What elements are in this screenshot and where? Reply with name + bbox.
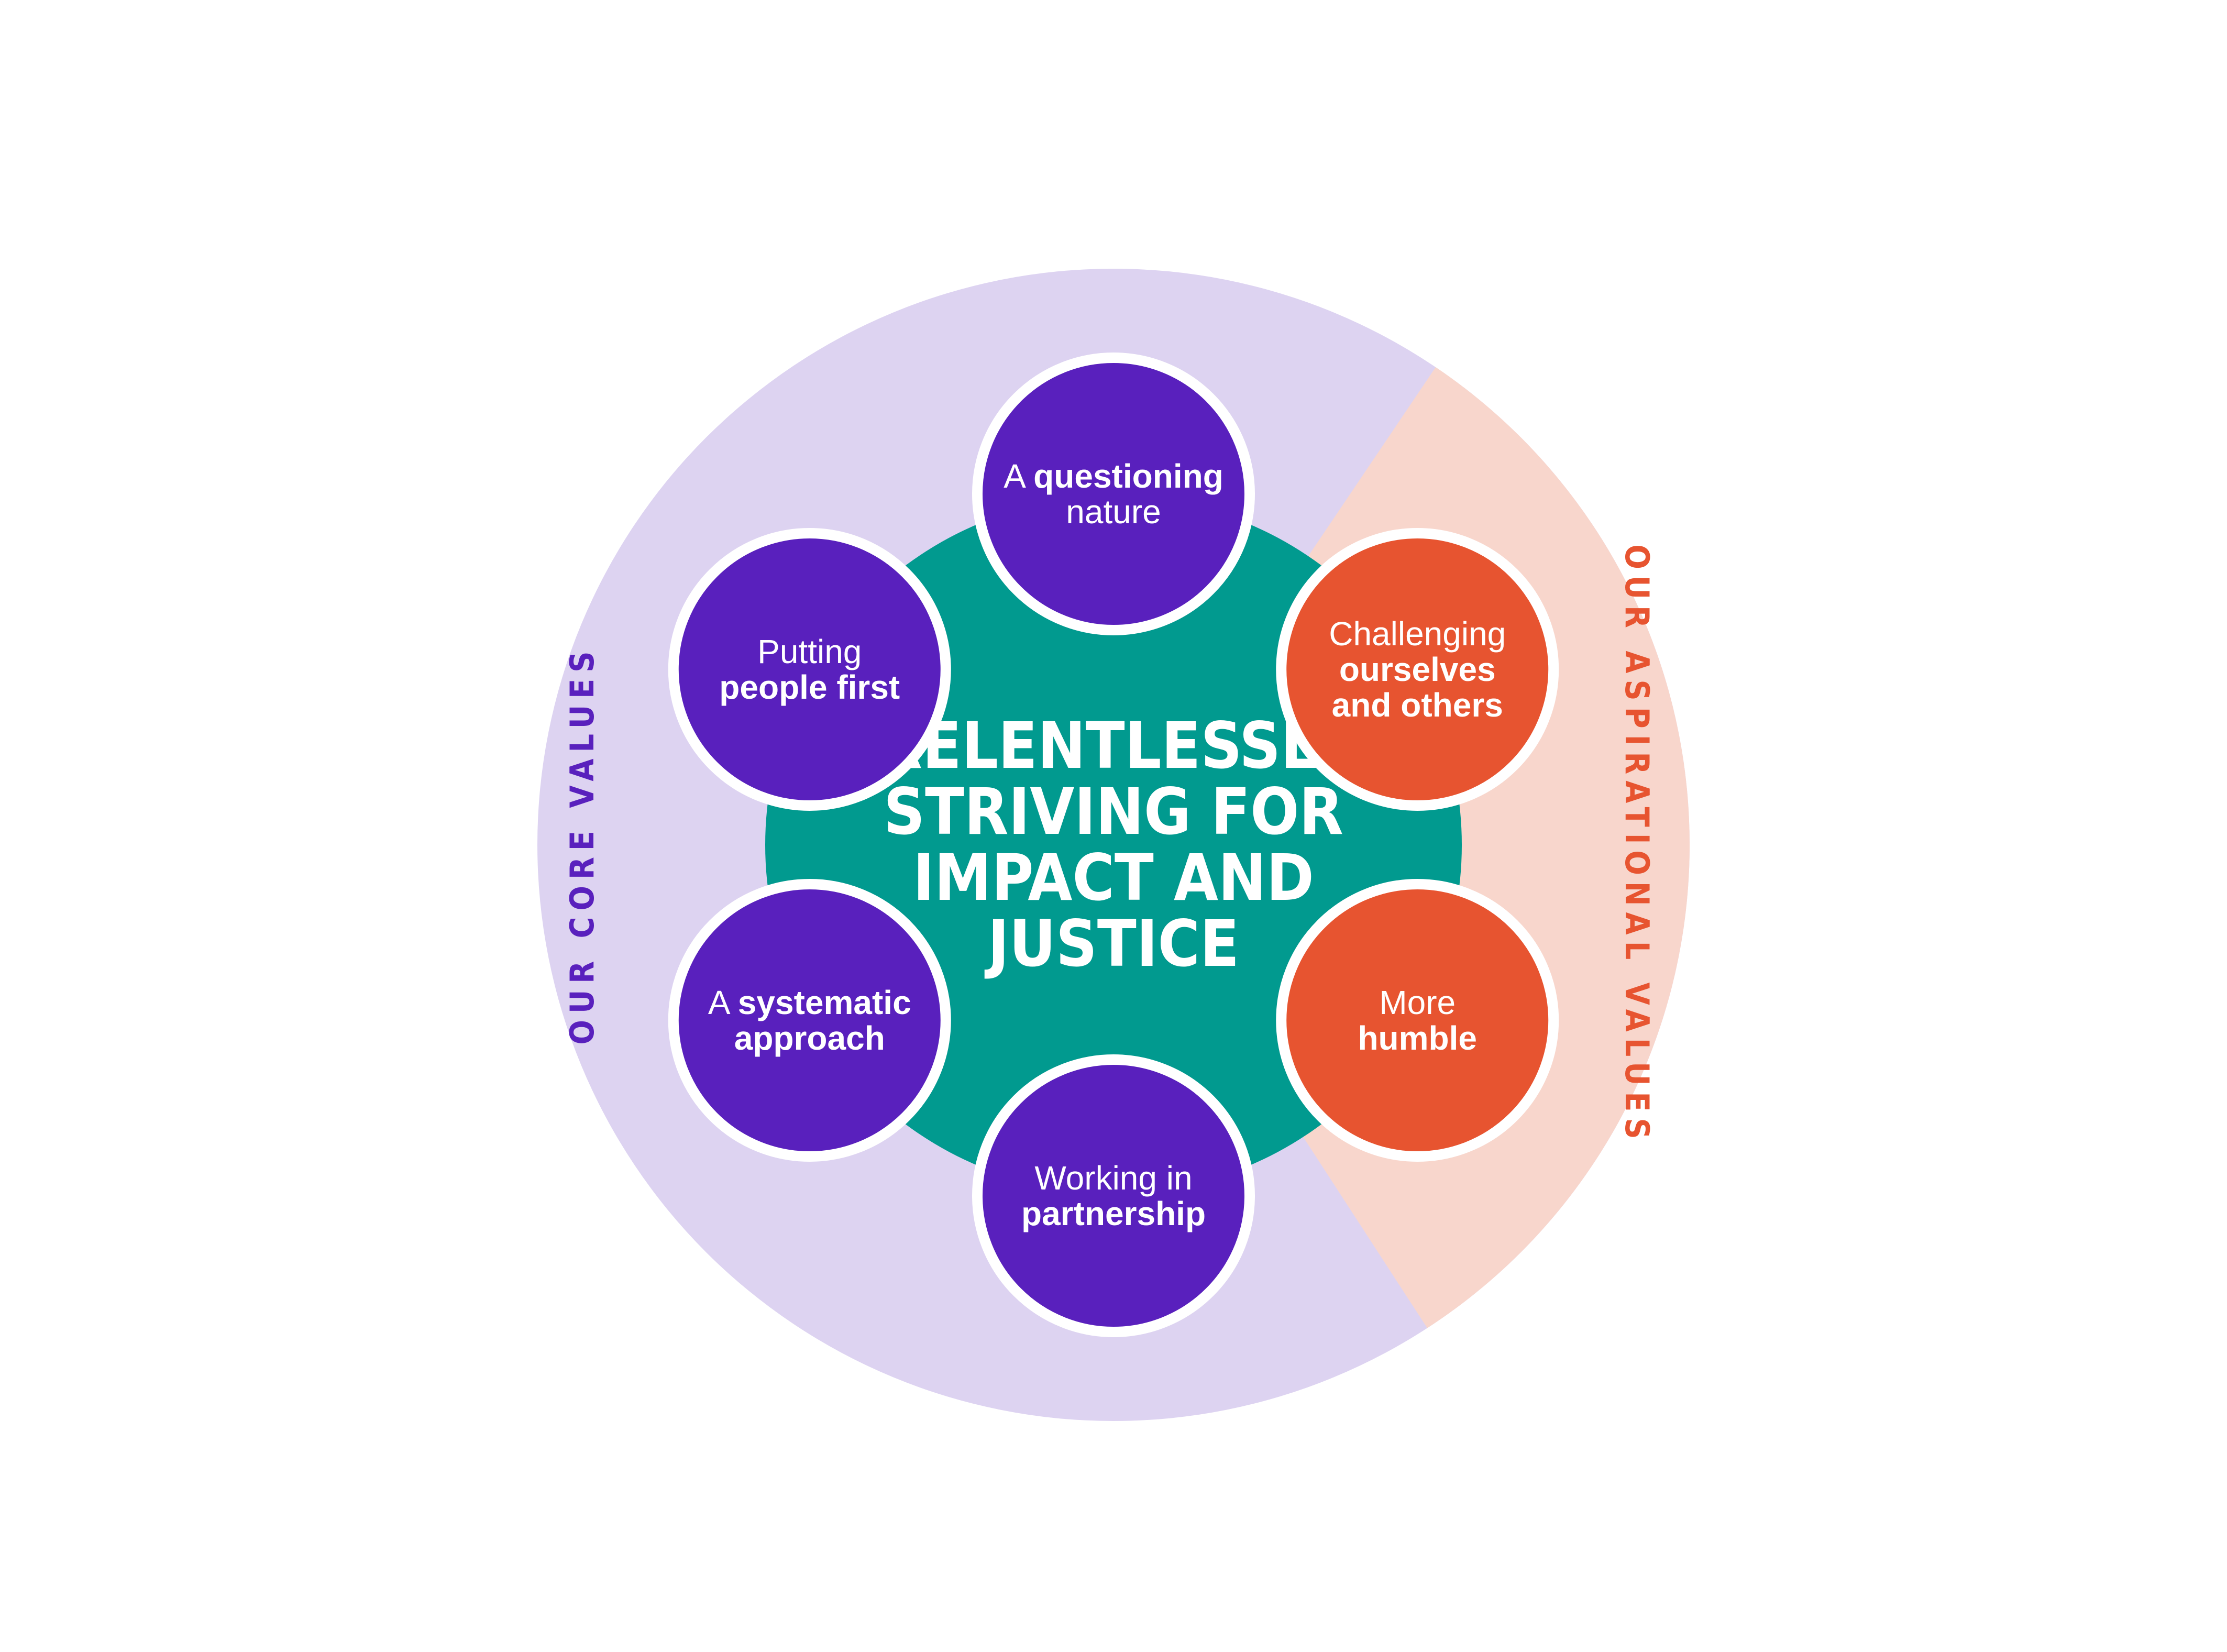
value-label-line: approach xyxy=(734,1019,885,1057)
center-title-line: RELENTLESSLY xyxy=(878,709,1350,783)
center-title-line: IMPACT AND xyxy=(913,841,1314,915)
center-title-line: JUSTICE xyxy=(984,907,1239,981)
value-circles: A questioningnatureChallengingourselvesa… xyxy=(668,353,1559,1337)
value-label-line: partnership xyxy=(1021,1195,1206,1232)
value-label-bold: ourselves xyxy=(1339,651,1496,688)
value-circle xyxy=(668,528,951,811)
value-label-regular: Working in xyxy=(1034,1159,1192,1197)
value-label-regular: Putting xyxy=(757,633,862,670)
value-label-regular: More xyxy=(1379,984,1456,1021)
value-circle xyxy=(1276,528,1559,811)
value-label-line: and others xyxy=(1332,686,1503,724)
value-label-line: Putting xyxy=(757,633,862,670)
value-label-bold: humble xyxy=(1358,1019,1477,1057)
value-label-bold: questioning xyxy=(1033,457,1223,495)
value-circle xyxy=(668,879,951,1162)
value-circle xyxy=(972,353,1255,635)
value-label-line: A systematic xyxy=(708,984,911,1021)
value-label-line: people first xyxy=(719,668,900,706)
value-label-line: Working in xyxy=(1034,1159,1192,1197)
value-label-bold: and others xyxy=(1332,686,1503,724)
center-title-line: STRIVING FOR xyxy=(884,775,1343,849)
value-label-regular: A xyxy=(1004,457,1033,495)
value-label-bold: partnership xyxy=(1021,1195,1206,1232)
value-label-line: humble xyxy=(1358,1019,1477,1057)
value-label-regular: A xyxy=(708,984,738,1021)
ring-labels: OUR CORE VALUES OUR ASPIRATIONAL VALUES xyxy=(563,544,1656,1145)
value-label-bold: people first xyxy=(719,668,900,706)
value-label-line: nature xyxy=(1066,493,1161,531)
value-label-line: Challenging xyxy=(1329,615,1506,653)
value-label-line: More xyxy=(1379,984,1456,1021)
core-values-label: OUR CORE VALUES xyxy=(563,645,601,1045)
value-label-line: A questioning xyxy=(1004,457,1223,495)
value-label-regular: nature xyxy=(1066,493,1161,531)
value-label-regular: Challenging xyxy=(1329,615,1506,653)
value-circle xyxy=(972,1054,1255,1337)
value-label-bold: approach xyxy=(734,1019,885,1057)
value-label-line: ourselves xyxy=(1339,651,1496,688)
value-circle xyxy=(1276,879,1559,1162)
aspirational-values-label: OUR ASPIRATIONAL VALUES xyxy=(1618,544,1656,1145)
value-label-bold: systematic xyxy=(738,984,911,1021)
